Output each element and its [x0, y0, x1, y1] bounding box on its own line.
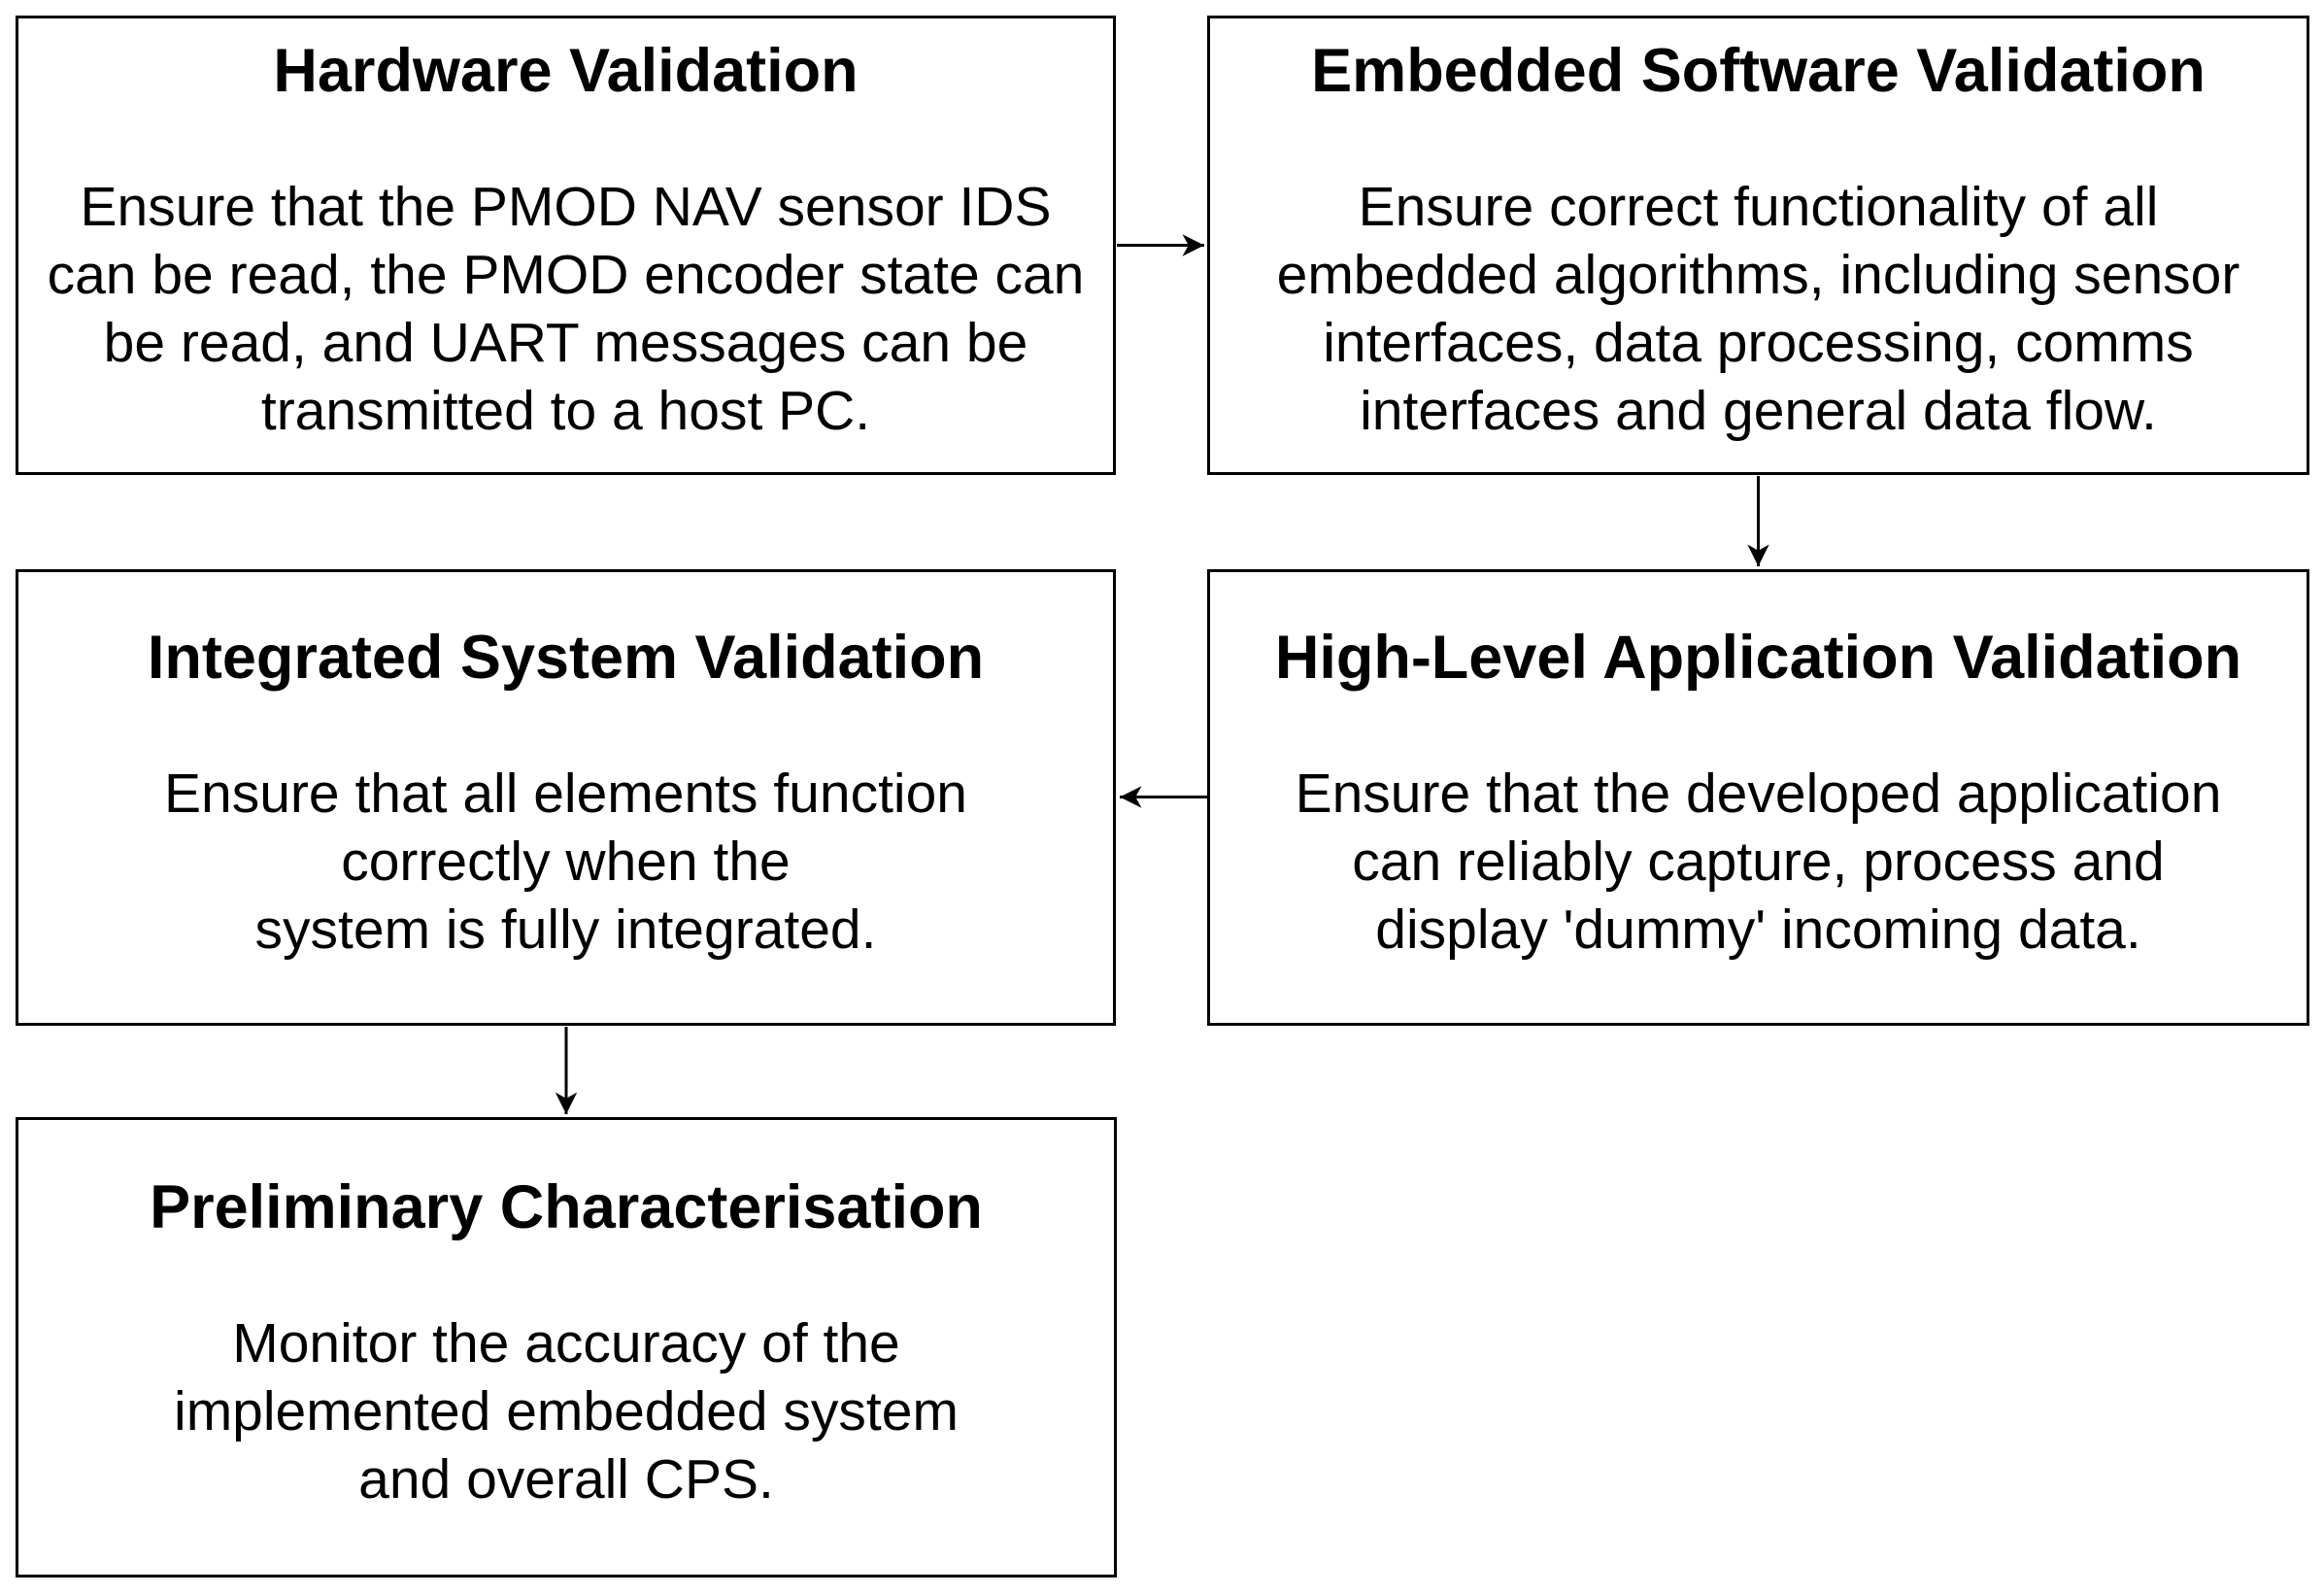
box-body: Ensure that the developed application ca…: [1210, 760, 2307, 964]
box-body: Monitor the accuracy of the implemented …: [18, 1309, 1114, 1513]
box-body-line: embedded algorithms, including sensor: [1276, 244, 2240, 306]
box-body-line: and overall CPS.: [358, 1448, 774, 1510]
box-body: Ensure correct functionality of all embe…: [1210, 173, 2307, 445]
box-body-line: be read, and UART messages can be: [103, 312, 1028, 374]
box-embedded-software-validation: Embedded Software Validation Ensure corr…: [1207, 16, 2309, 475]
box-body-line: transmitted to a host PC.: [260, 380, 871, 442]
box-title: Integrated System Validation: [147, 624, 985, 692]
box-body-line: Ensure that all elements function: [164, 763, 967, 825]
box-body-line: system is fully integrated.: [254, 899, 877, 961]
box-body: Ensure that the PMOD NAV sensor IDS can …: [18, 173, 1113, 445]
box-high-level-application-validation: High-Level Application Validation Ensure…: [1207, 569, 2309, 1026]
box-body-line: correctly when the: [341, 831, 791, 893]
box-title: Embedded Software Validation: [1311, 37, 2206, 105]
box-body-line: can be read, the PMOD encoder state can: [47, 244, 1085, 306]
box-integrated-system-validation: Integrated System Validation Ensure that…: [16, 569, 1116, 1026]
box-body-line: Ensure correct functionality of all: [1358, 176, 2159, 238]
box-hardware-validation: Hardware Validation Ensure that the PMOD…: [16, 16, 1116, 475]
box-body-line: display 'dummy' incoming data.: [1375, 899, 2141, 961]
box-body-line: interfaces and general data flow.: [1360, 380, 2157, 442]
box-title: High-Level Application Validation: [1274, 624, 2242, 692]
box-title: Hardware Validation: [273, 37, 859, 105]
box-body-line: can reliably capture, process and: [1352, 831, 2165, 893]
box-body-line: Monitor the accuracy of the: [232, 1312, 900, 1374]
box-body-line: Ensure that the developed application: [1295, 763, 2222, 825]
box-body-line: implemented embedded system: [174, 1380, 959, 1442]
box-title: Preliminary Characterisation: [150, 1173, 983, 1241]
box-preliminary-characterisation: Preliminary Characterisation Monitor the…: [16, 1117, 1117, 1578]
box-body: Ensure that all elements function correc…: [18, 760, 1113, 964]
box-body-line: Ensure that the PMOD NAV sensor IDS: [80, 176, 1052, 238]
box-body-line: interfaces, data processing, comms: [1323, 312, 2194, 374]
